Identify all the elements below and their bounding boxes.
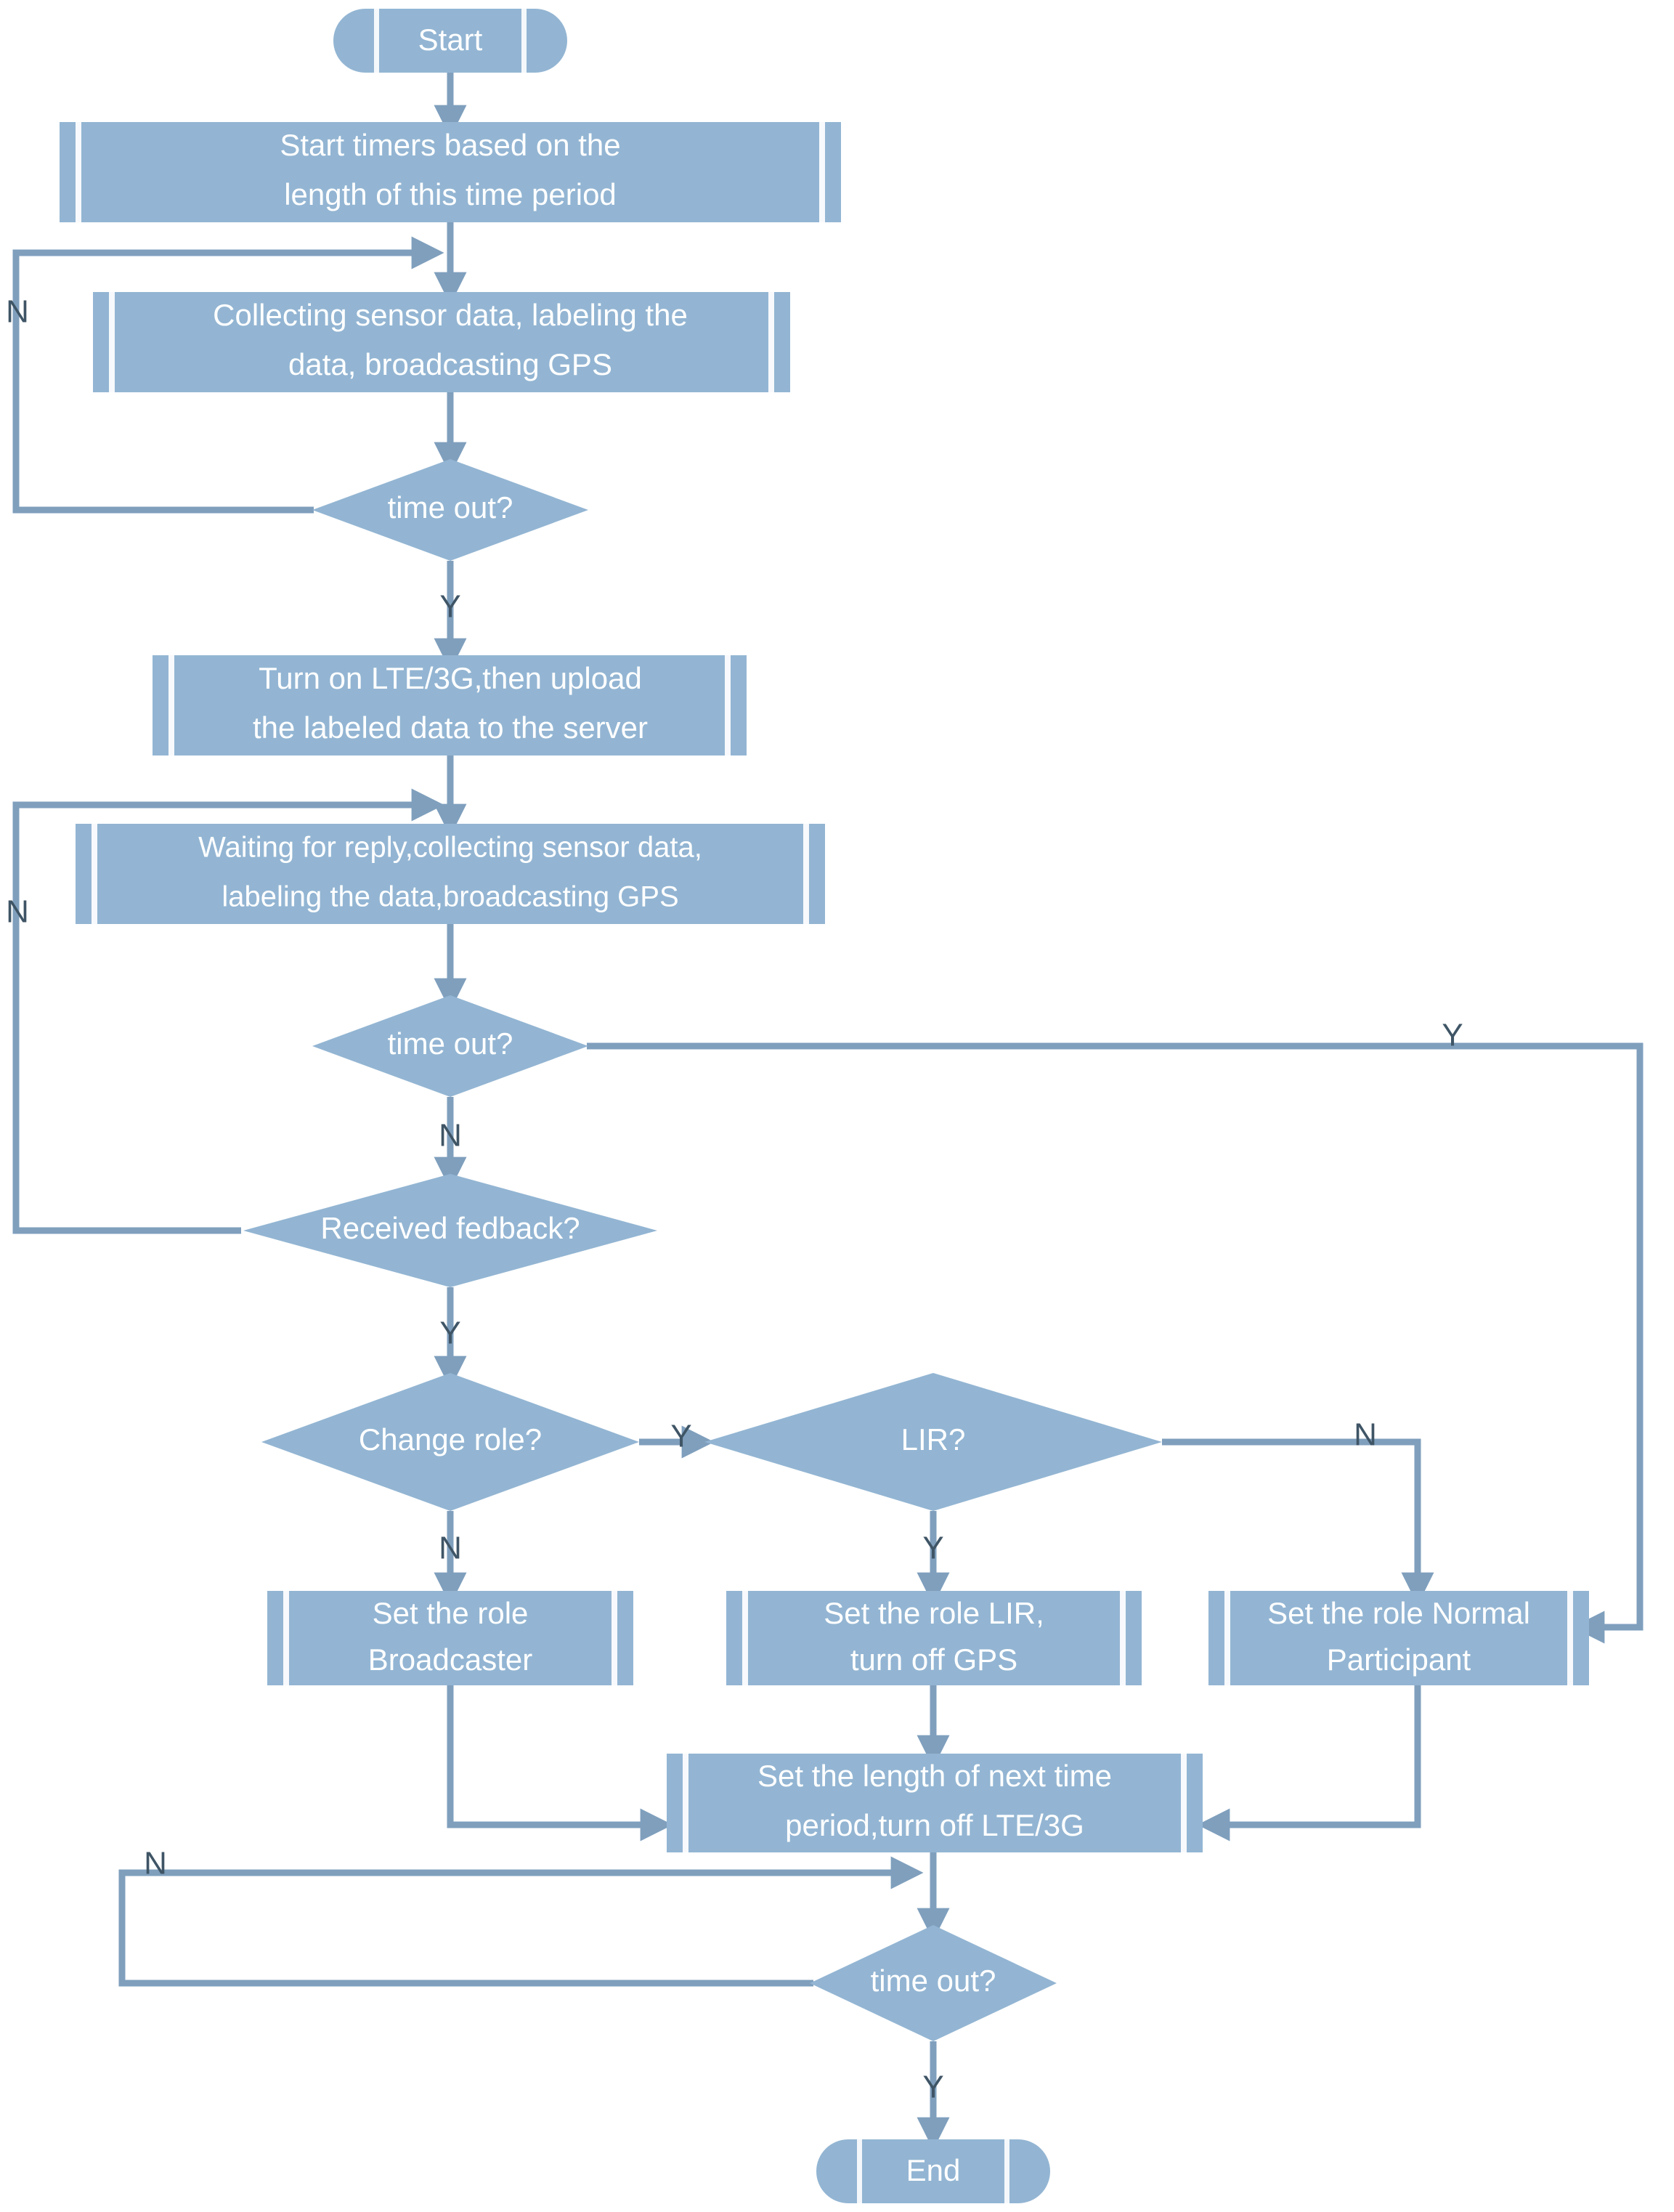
edge-timeout1-no-loop [12,236,444,514]
node-collecting-line2: data, broadcasting GPS [288,347,612,381]
node-set-length-next-period[interactable]: Set the length of next time period,turn … [667,1754,1203,1852]
edge-label-timeout2-no: N [439,1118,462,1154]
node-timeout-1-label: time out? [388,490,513,524]
node-role-lir[interactable]: Set the role LIR, turn off GPS [726,1591,1142,1685]
node-start[interactable]: Start [333,9,567,73]
edge-label-timeout3-no: N [144,1846,167,1881]
node-timeout-3[interactable]: time out? [810,1925,1057,2041]
node-role-lir-line1: Set the role LIR, [824,1596,1044,1630]
node-start-label: Start [418,23,483,57]
node-set-length-line2: period,turn off LTE/3G [785,1808,1084,1842]
edge-label-changerole-yes: Y [670,1419,691,1454]
node-timeout-1[interactable]: time out? [312,459,588,561]
edge-label-timeout3-yes: Y [922,2070,943,2105]
edge-label-feedback-yes: Y [439,1316,460,1351]
node-end-label: End [906,2153,961,2187]
node-timeout-2[interactable]: time out? [312,995,588,1097]
node-waiting-line2: labeling the data,broadcasting GPS [222,881,678,913]
node-collecting-sensor-data[interactable]: Collecting sensor data, labeling the dat… [93,292,790,392]
edge-rolenp-to-setlength [1197,1685,1421,1842]
edge-label-lir-yes: Y [922,1531,943,1566]
node-start-timers-line2: length of this time period [284,177,617,211]
node-lir[interactable]: LIR? [704,1373,1162,1511]
node-received-feedback-label: Received fedback? [320,1211,580,1245]
node-change-role-label: Change role? [359,1422,542,1457]
edge-rolebc-to-setlength [447,1685,673,1842]
node-role-np-line1: Set the role Normal [1267,1596,1530,1630]
edge-label-timeout1-yes: Y [439,589,460,625]
node-set-length-line1: Set the length of next time [757,1759,1112,1793]
edge-label-feedback-no: N [6,894,29,930]
node-turn-on-lte[interactable]: Turn on LTE/3G,then upload the labeled d… [153,655,747,755]
node-lir-label: LIR? [901,1422,966,1457]
edge-feedback-no-loop [12,788,444,1234]
node-start-timers[interactable]: Start timers based on the length of this… [60,122,841,222]
edge-timeout3-no-loop [118,1856,924,1987]
edge-label-changerole-no: N [439,1531,462,1566]
node-role-broadcaster[interactable]: Set the role Broadcaster [267,1591,633,1685]
node-role-broadcaster-line1: Set the role [373,1596,529,1630]
node-waiting-for-reply[interactable]: Waiting for reply,collecting sensor data… [76,824,825,924]
node-role-broadcaster-line2: Broadcaster [368,1642,532,1677]
edge-timeout2-yes-to-rolenp [587,1042,1643,1644]
edge-label-timeout2-yes: Y [1442,1018,1463,1053]
node-role-normal-participant[interactable]: Set the role Normal Participant [1208,1591,1589,1685]
node-collecting-line1: Collecting sensor data, labeling the [213,298,688,332]
edge-lir-no-to-rolenp [1162,1438,1434,1605]
node-turn-on-lte-line1: Turn on LTE/3G,then upload [259,661,642,695]
node-received-feedback[interactable]: Received fedback? [243,1174,657,1287]
node-timeout-3-label: time out? [871,1964,996,1998]
edge-label-timeout1-no: N [6,294,29,330]
node-waiting-line1: Waiting for reply,collecting sensor data… [198,832,702,864]
edge-label-lir-no: N [1354,1417,1377,1453]
node-role-np-line2: Participant [1327,1642,1471,1677]
node-start-timers-line1: Start timers based on the [280,128,620,162]
node-end[interactable]: End [816,2139,1050,2203]
node-timeout-2-label: time out? [388,1026,513,1061]
node-role-lir-line2: turn off GPS [850,1642,1017,1677]
node-turn-on-lte-line2: the labeled data to the server [253,710,648,745]
node-change-role[interactable]: Change role? [261,1373,639,1511]
